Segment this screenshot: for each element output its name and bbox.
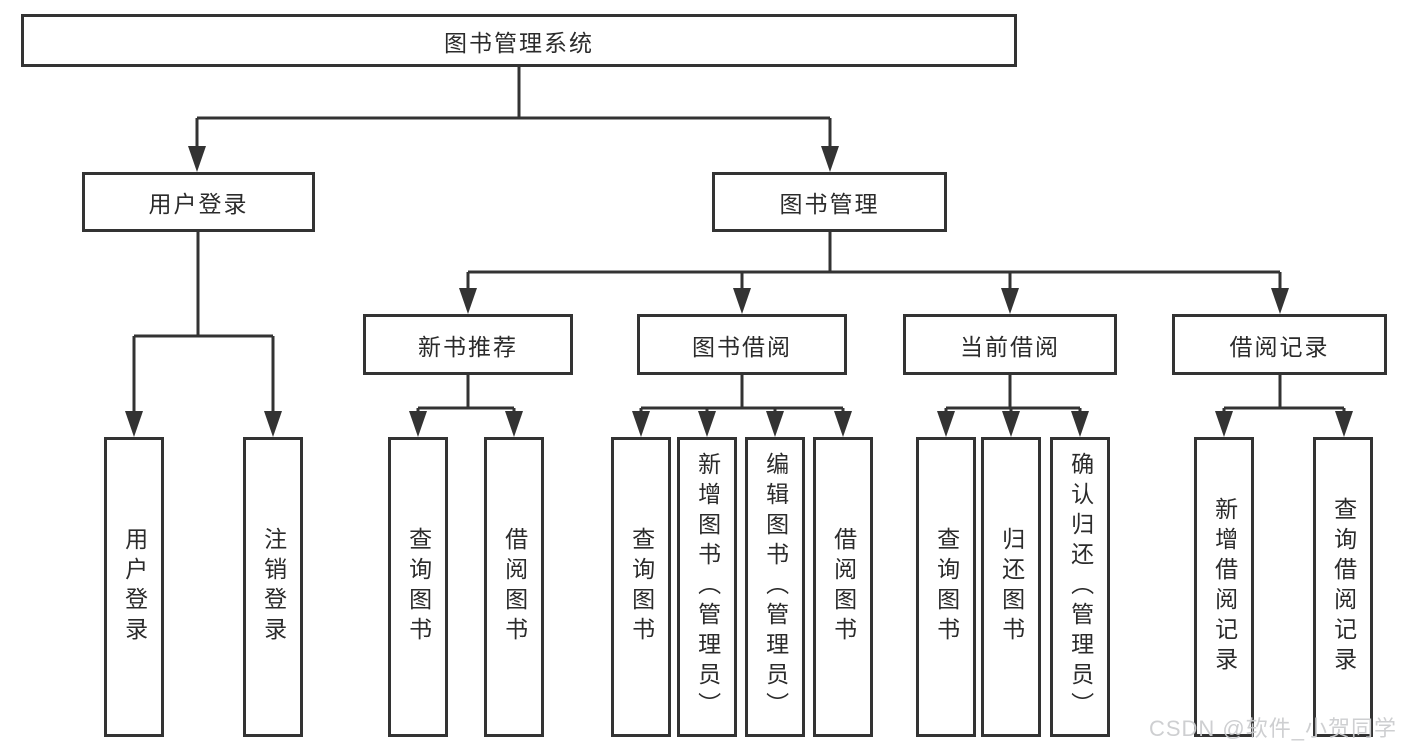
node-book-management: 图书管理 [712,172,947,232]
leaf-records-add-record-label: 新增借阅记录 [1211,497,1238,677]
node-current-borrow-label: 当前借阅 [960,333,1060,360]
leaf-recommend-query-books: 查询图书 [388,437,448,737]
node-book-management-label: 图书管理 [779,191,880,217]
leaf-logout: 注销登录 [243,437,303,737]
node-new-book-recommend: 新书推荐 [363,314,573,375]
leaf-current-return-books: 归还图书 [981,437,1041,737]
leaf-borrow-add-books-admin: 新增图书（管理员） [677,437,737,737]
node-borrow-records-label: 借阅记录 [1229,333,1330,360]
leaf-recommend-borrow-books-label: 借阅图书 [501,527,528,647]
leaf-current-confirm-return-admin: 确认归还（管理员） [1050,437,1110,737]
node-current-borrow: 当前借阅 [903,314,1117,375]
leaf-current-query-books: 查询图书 [916,437,976,737]
leaf-current-query-books-label: 查询图书 [933,527,960,647]
leaf-records-query-record-label: 查询借阅记录 [1330,497,1357,677]
watermark-text: CSDN @软件_小贺同学 [1148,716,1397,741]
leaf-borrow-add-books-admin-label: 新增图书（管理员） [694,452,721,722]
node-new-book-recommend-label: 新书推荐 [418,333,518,360]
leaf-borrow-borrow-books-label: 借阅图书 [830,527,857,647]
leaf-recommend-query-books-label: 查询图书 [405,527,432,647]
leaf-records-query-record: 查询借阅记录 [1313,437,1373,737]
leaf-borrow-query-books: 查询图书 [611,437,671,737]
node-library-system-label: 图书管理系统 [444,29,594,56]
node-book-borrow: 图书借阅 [637,314,847,375]
leaf-user-login-label: 用户登录 [121,527,148,647]
leaf-borrow-edit-books-admin-label: 编辑图书（管理员） [762,452,789,722]
leaf-borrow-borrow-books: 借阅图书 [813,437,873,737]
leaf-current-return-books-label: 归还图书 [998,527,1025,647]
leaf-borrow-edit-books-admin: 编辑图书（管理员） [745,437,805,737]
leaf-recommend-borrow-books: 借阅图书 [484,437,544,737]
node-borrow-records: 借阅记录 [1172,314,1387,375]
leaf-current-confirm-return-admin-label: 确认归还（管理员） [1067,452,1094,722]
node-book-borrow-label: 图书借阅 [692,333,792,360]
node-library-system: 图书管理系统 [21,14,1017,67]
leaf-logout-label: 注销登录 [260,527,287,647]
leaf-user-login: 用户登录 [104,437,164,737]
leaf-borrow-query-books-label: 查询图书 [628,527,655,647]
node-user-login-label: 用户登录 [148,191,249,217]
node-user-login: 用户登录 [82,172,315,232]
leaf-records-add-record: 新增借阅记录 [1194,437,1254,737]
